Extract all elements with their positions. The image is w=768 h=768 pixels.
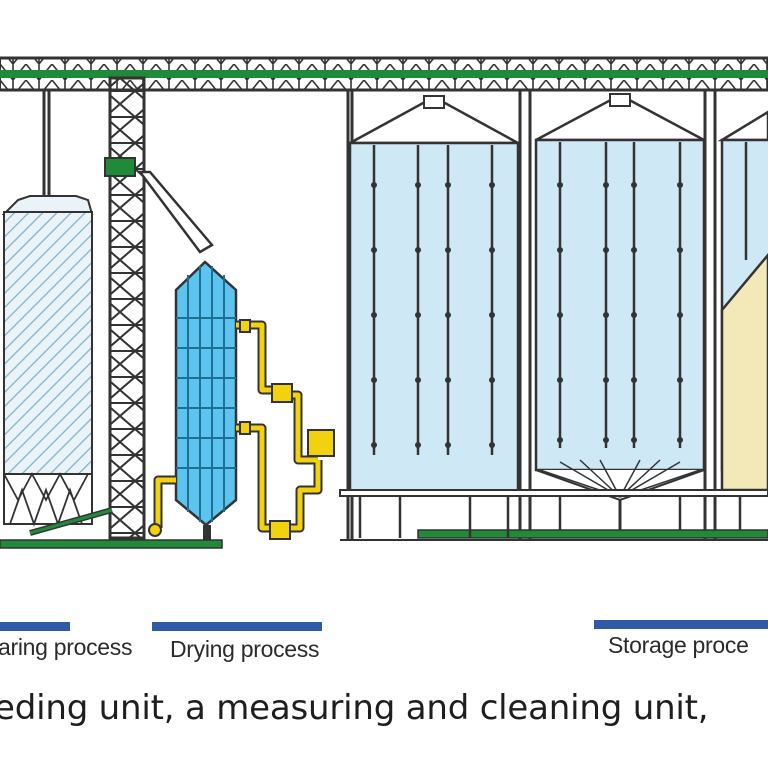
grain-process-diagram [0, 56, 768, 549]
storage-silo-1 [348, 95, 520, 495]
receiving-silo [1, 195, 113, 536]
ground-conveyors [0, 489, 768, 549]
process-label-storage: Storage proce [608, 632, 749, 658]
burner-units [148, 319, 335, 540]
process-bar-drying [152, 622, 322, 631]
process-label-drying: Drying process [170, 636, 320, 662]
caption-text: eding unit, a measuring and cleaning uni… [0, 688, 709, 728]
process-label-clearing: aring process [0, 634, 133, 660]
process-bar-clearing [0, 622, 70, 631]
storage-silo-2 [534, 93, 706, 530]
tower-dryer [174, 260, 238, 543]
bucket-elevator-tower [104, 76, 214, 540]
flat-warehouse [720, 253, 768, 492]
process-bar-storage [594, 620, 768, 629]
